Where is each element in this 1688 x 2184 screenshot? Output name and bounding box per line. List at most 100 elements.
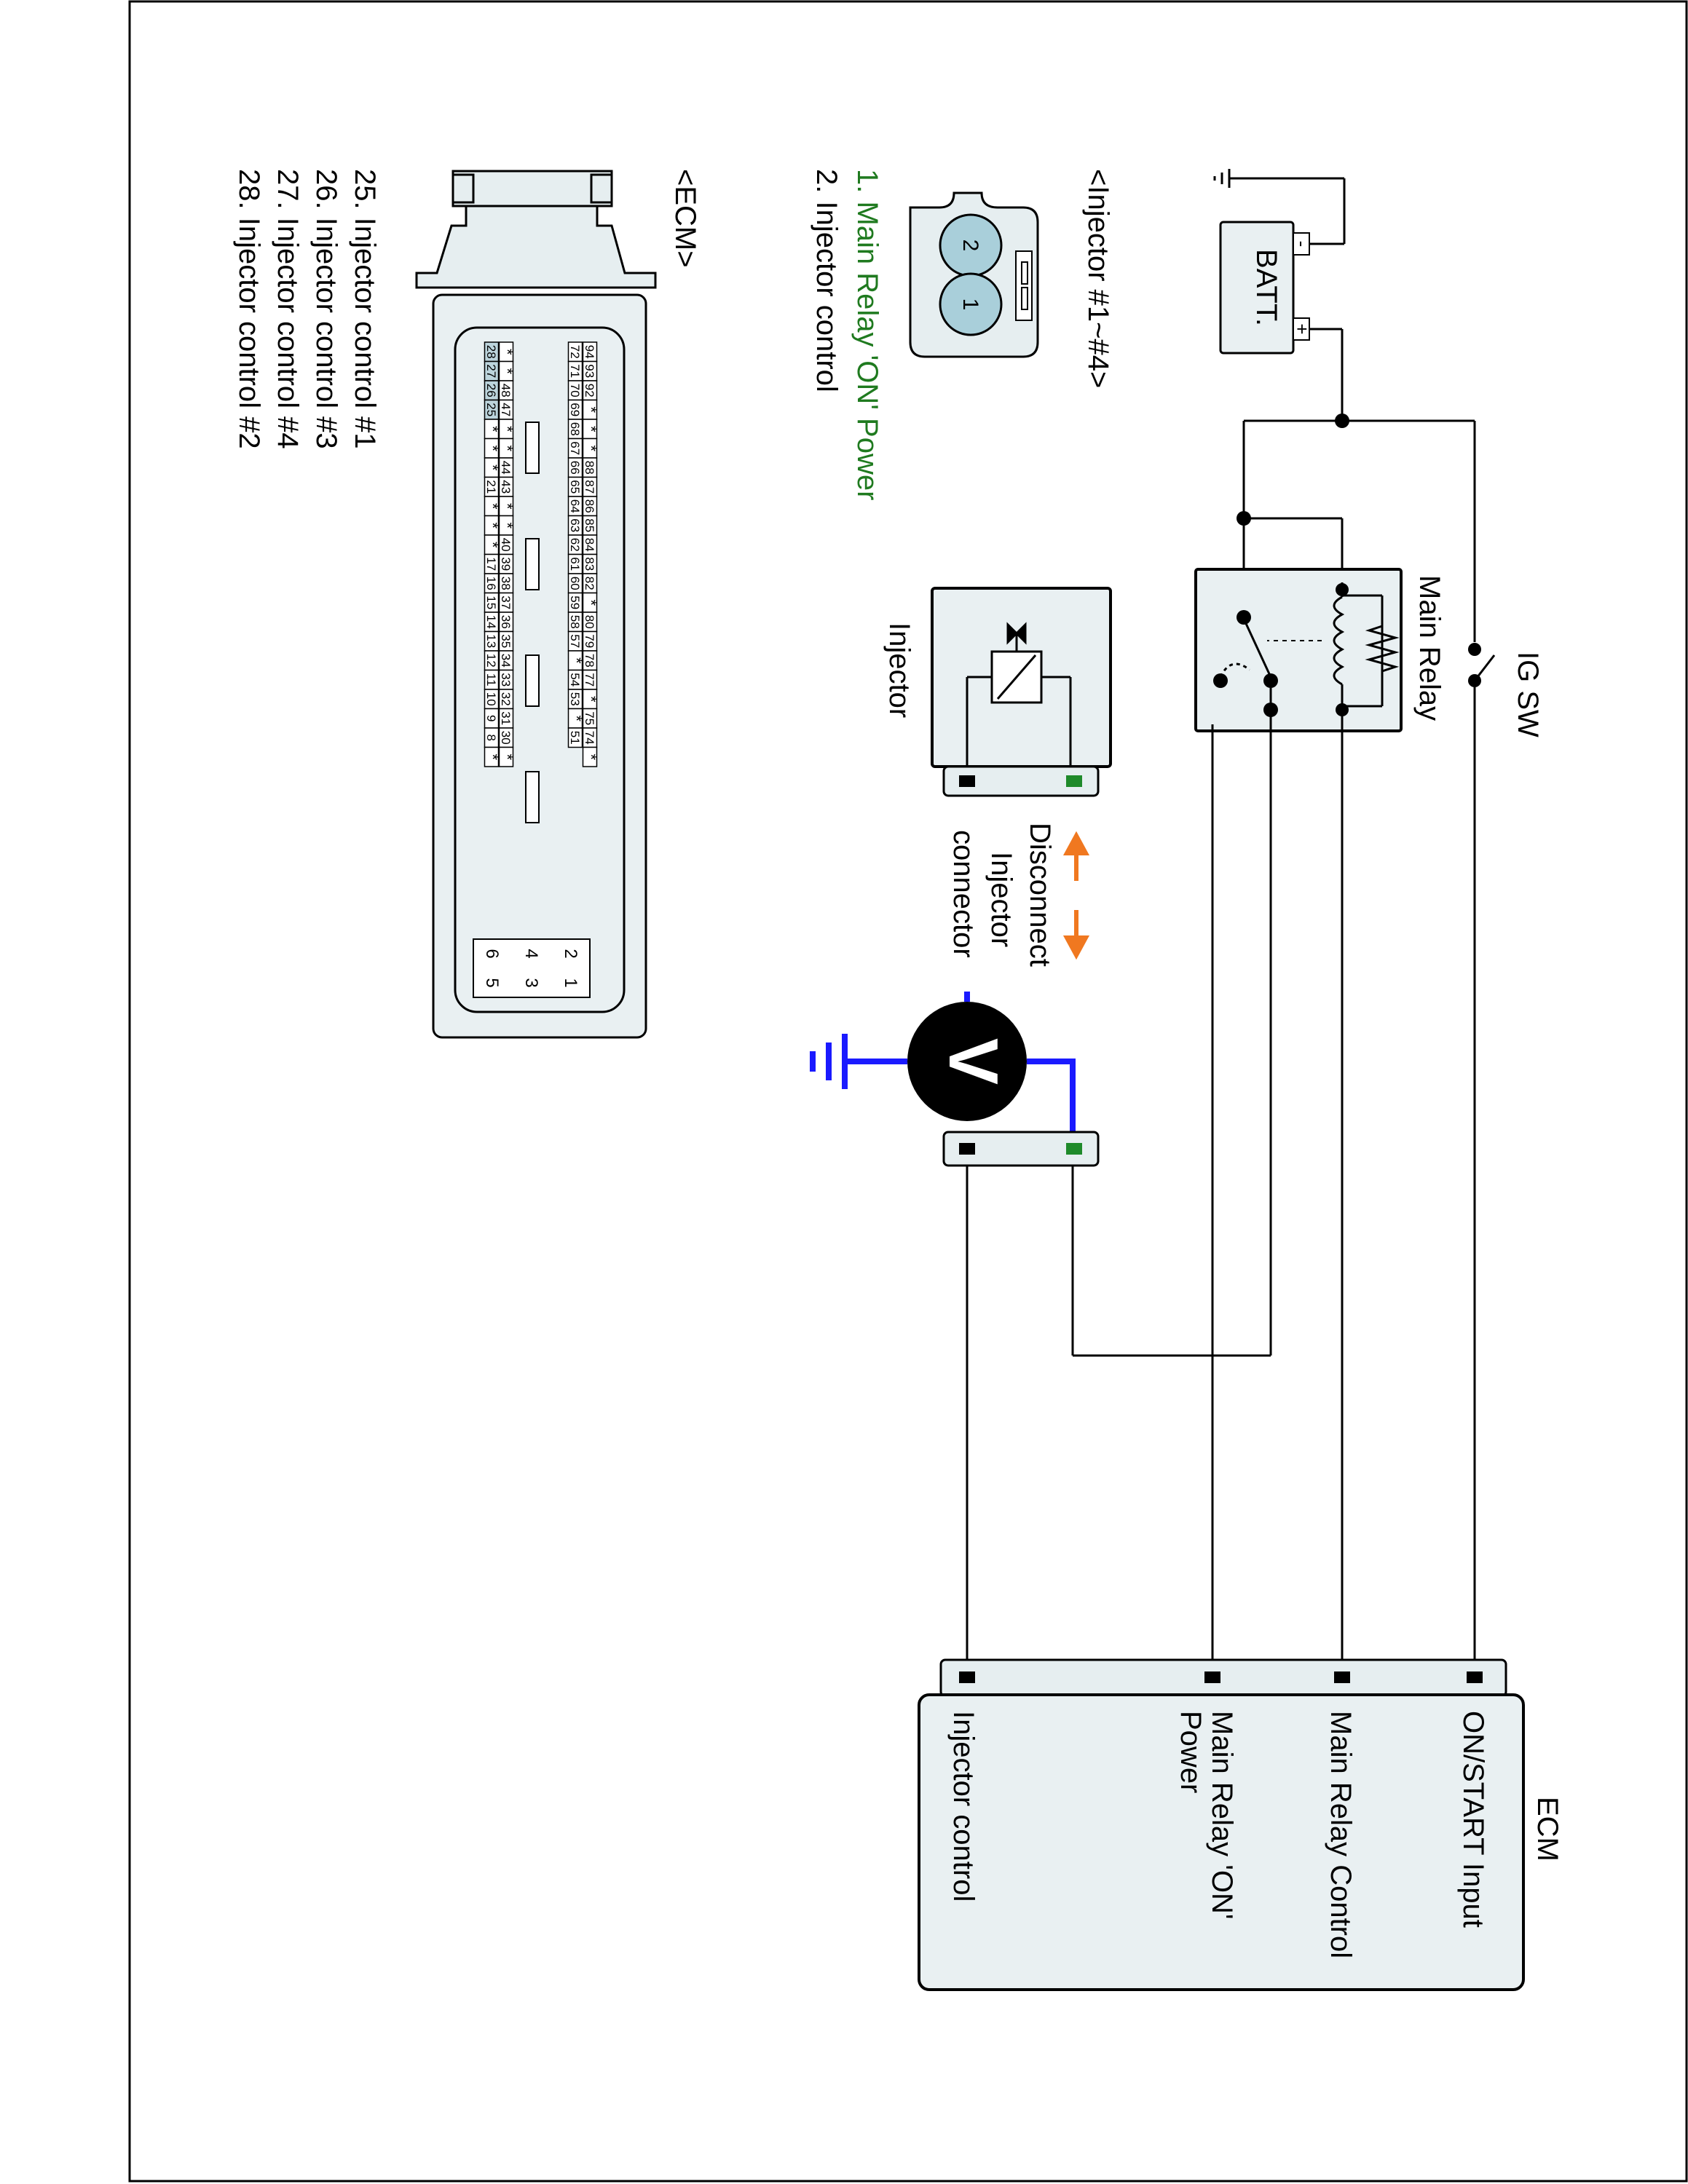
ecm-pin-label: 32 bbox=[499, 692, 513, 706]
ecm-pin-label: 17 bbox=[484, 557, 498, 571]
relay-coil bbox=[1333, 582, 1400, 710]
ecm-pin-label: * bbox=[582, 406, 600, 413]
ecm-small-pin-label: 4 bbox=[521, 949, 541, 958]
ecm-pin-label: 21 bbox=[484, 480, 498, 494]
disconnect-arrows bbox=[1062, 831, 1090, 960]
battery bbox=[1219, 221, 1295, 355]
ecm-pin-label: 43 bbox=[499, 480, 513, 494]
ecm-pin-label: 67 bbox=[568, 441, 582, 455]
ecm-pin-label: 38 bbox=[499, 577, 513, 590]
ecm-pin-label: 94 bbox=[583, 345, 596, 359]
ecm-pin-label: 75 bbox=[583, 711, 596, 725]
ecm-pin-label: 36 bbox=[499, 615, 513, 629]
ecm-pin-label: * bbox=[498, 753, 516, 760]
relay-contact-no bbox=[1263, 673, 1278, 688]
injector-connector-strip bbox=[942, 765, 1100, 797]
ecm-small-pin-block bbox=[473, 938, 591, 998]
ecm-pin-label: 59 bbox=[568, 596, 582, 609]
ecm-terminal-4 bbox=[959, 1671, 975, 1683]
ecm-pin-label: 72 bbox=[568, 345, 582, 359]
ecm-pin-label: 60 bbox=[568, 577, 582, 590]
ecm-pin-label: 48 bbox=[499, 384, 513, 397]
ecm-terminal-2 bbox=[1334, 1671, 1350, 1683]
ecm-pin-label: * bbox=[484, 542, 502, 548]
ecm-pin-label: 35 bbox=[499, 634, 513, 648]
ecm-pin-label: 86 bbox=[583, 499, 596, 513]
ecm-pin-label: 12 bbox=[484, 654, 498, 668]
injector-header: <Injector #1~#4> bbox=[1082, 169, 1114, 388]
ecm-small-pin-label: 1 bbox=[561, 978, 580, 987]
ecm-pin-label: 37 bbox=[499, 596, 513, 609]
ecm-pin-label: 79 bbox=[583, 634, 596, 648]
ecm-pin-label: * bbox=[567, 657, 585, 664]
ecm-pin-label: * bbox=[484, 522, 502, 529]
ecm-pin-label: 69 bbox=[568, 403, 582, 416]
ecm-pin-label: 25 bbox=[484, 403, 498, 416]
injector-terminal-green bbox=[1066, 775, 1082, 787]
ecm-pin-grid: 949392***88878685848382*80797877*7574*72… bbox=[473, 341, 600, 998]
ig-sw-label: IG SW bbox=[1512, 652, 1544, 737]
ecm-pin-label: 33 bbox=[499, 673, 513, 687]
relay-coil-top bbox=[1336, 583, 1349, 596]
main-relay[interactable] bbox=[1194, 568, 1403, 732]
batt-plus-label: + bbox=[1291, 323, 1313, 334]
ecm-pin-label: * bbox=[567, 715, 585, 721]
ecm-pin-label: 62 bbox=[568, 538, 582, 552]
ecm-connector-latch bbox=[415, 170, 657, 289]
voltmeter-label: V bbox=[934, 1038, 1012, 1085]
ecm-terminal-strip bbox=[939, 1658, 1507, 1698]
injector-connector: 2 1 bbox=[909, 191, 1039, 358]
ecm-pin-label: 77 bbox=[583, 673, 596, 687]
ecm-legend-item: 26. Injector control #3 bbox=[310, 169, 342, 449]
batt-label: BATT. bbox=[1250, 249, 1282, 326]
ecm-key-slot bbox=[525, 538, 540, 590]
injector-legend-pin1: 1. Main Relay 'ON' Power bbox=[851, 169, 883, 500]
main-relay-label: Main Relay bbox=[1413, 575, 1446, 721]
ecm-pin-label: * bbox=[498, 522, 516, 529]
ecm-pin-label: 16 bbox=[484, 577, 498, 590]
ecm-pin-label: 8 bbox=[484, 735, 498, 741]
ecm-legend-item: 28. Injector control #2 bbox=[233, 169, 265, 449]
battery-bus bbox=[1242, 328, 1476, 642]
ecm-pin-label: 80 bbox=[583, 615, 596, 629]
ecm-pin-label: 78 bbox=[583, 654, 596, 668]
ig-switch[interactable] bbox=[1468, 643, 1496, 687]
ecm-pin-label: 30 bbox=[499, 731, 513, 745]
ecm-pin-label: * bbox=[498, 445, 516, 451]
ecm-module[interactable] bbox=[918, 1693, 1525, 1991]
ecm-pin-label: 93 bbox=[583, 364, 596, 378]
relay-contact-common bbox=[1237, 610, 1251, 625]
ecm-pin-label: 47 bbox=[499, 403, 513, 416]
ecm-pin-label: 87 bbox=[583, 480, 596, 494]
probe-leads bbox=[810, 992, 1076, 1150]
ecm-title: ECM bbox=[1531, 1797, 1563, 1861]
ecm-pin-label: 15 bbox=[484, 596, 498, 609]
ecm-small-pin-label: 5 bbox=[482, 978, 502, 987]
ecm-pin-label: 70 bbox=[568, 384, 582, 397]
ecm-pin-label: 31 bbox=[499, 711, 513, 725]
ecm-pin-label: 51 bbox=[568, 731, 582, 745]
harness-terminal-green bbox=[1066, 1143, 1082, 1155]
ecm-pin-label: * bbox=[582, 753, 600, 760]
ecm-pin-cell bbox=[567, 727, 583, 748]
ecm-key-slot bbox=[525, 422, 540, 474]
ecm-key-slot bbox=[525, 654, 540, 707]
ecm-pin-label: 27 bbox=[484, 364, 498, 378]
batt-minus-label: - bbox=[1291, 241, 1313, 248]
ecm-pin-label: 68 bbox=[568, 422, 582, 436]
ecm-pin-label: * bbox=[498, 349, 516, 355]
ecm-pin-label: 63 bbox=[568, 518, 582, 532]
batt-minus-terminal bbox=[1293, 232, 1310, 256]
ecm-pin-label: 54 bbox=[568, 673, 582, 687]
ecm-pin-label: * bbox=[582, 445, 600, 451]
ecm-pin-label: 65 bbox=[568, 480, 582, 494]
voltmeter[interactable]: V bbox=[907, 1002, 1027, 1121]
injector-pin-1 bbox=[939, 272, 1003, 336]
disconnect-line3: connector bbox=[947, 830, 979, 958]
ecm-pin-label: 26 bbox=[484, 384, 498, 397]
ecm-pin-label: 88 bbox=[583, 461, 596, 475]
ecm-pin-label: 92 bbox=[583, 384, 596, 397]
ecm-terminal-1 bbox=[1467, 1671, 1483, 1683]
ecm-pin-label: * bbox=[484, 426, 502, 432]
